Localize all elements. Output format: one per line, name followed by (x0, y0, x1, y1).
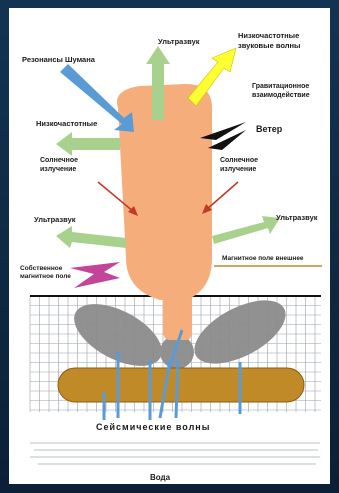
lowfreq-sound-arrow (188, 48, 236, 106)
ultrasound-left-arrow (56, 226, 126, 248)
lowfreq-left-arrow (56, 132, 120, 156)
water-layer (58, 368, 304, 402)
label-solar-left-2: излучение (40, 166, 76, 173)
trunk-base (163, 296, 192, 340)
label-solar-right-2: излучение (220, 166, 256, 173)
ultrasound-right-arrow (212, 216, 280, 244)
label-schumann: Резонансы Шумана (22, 55, 96, 64)
label-wind: Ветер (256, 124, 283, 134)
label-gravity-2: взаимодействие (252, 91, 310, 99)
label-own-magnetic-1: Собственное (20, 264, 63, 272)
label-magnetic-external: Магнитное поле внешнее (222, 255, 304, 262)
water-lines (30, 443, 320, 464)
label-solar-right-1: Солнечное (220, 157, 258, 164)
label-solar-left-1: Солнечное (40, 157, 78, 164)
label-water: Вода (150, 473, 171, 482)
label-ultrasound-top: Ультразвук (158, 37, 200, 46)
label-lowfreq-left: Низкочастотные (36, 119, 97, 128)
label-lowfreq-sound-1: Низкочастотные (238, 31, 299, 40)
label-lowfreq-sound-2: звуковые волны (238, 41, 300, 50)
label-seismic: Сейсмические волны (96, 422, 210, 432)
label-ultrasound-left: Ультразвук (34, 215, 76, 224)
label-ultrasound-right: Ультразвук (276, 213, 318, 222)
label-gravity-1: Гравитационное (252, 83, 309, 90)
label-own-magnetic-2: магнитное поле (20, 273, 71, 280)
own-magnetic-arrow (70, 262, 120, 288)
